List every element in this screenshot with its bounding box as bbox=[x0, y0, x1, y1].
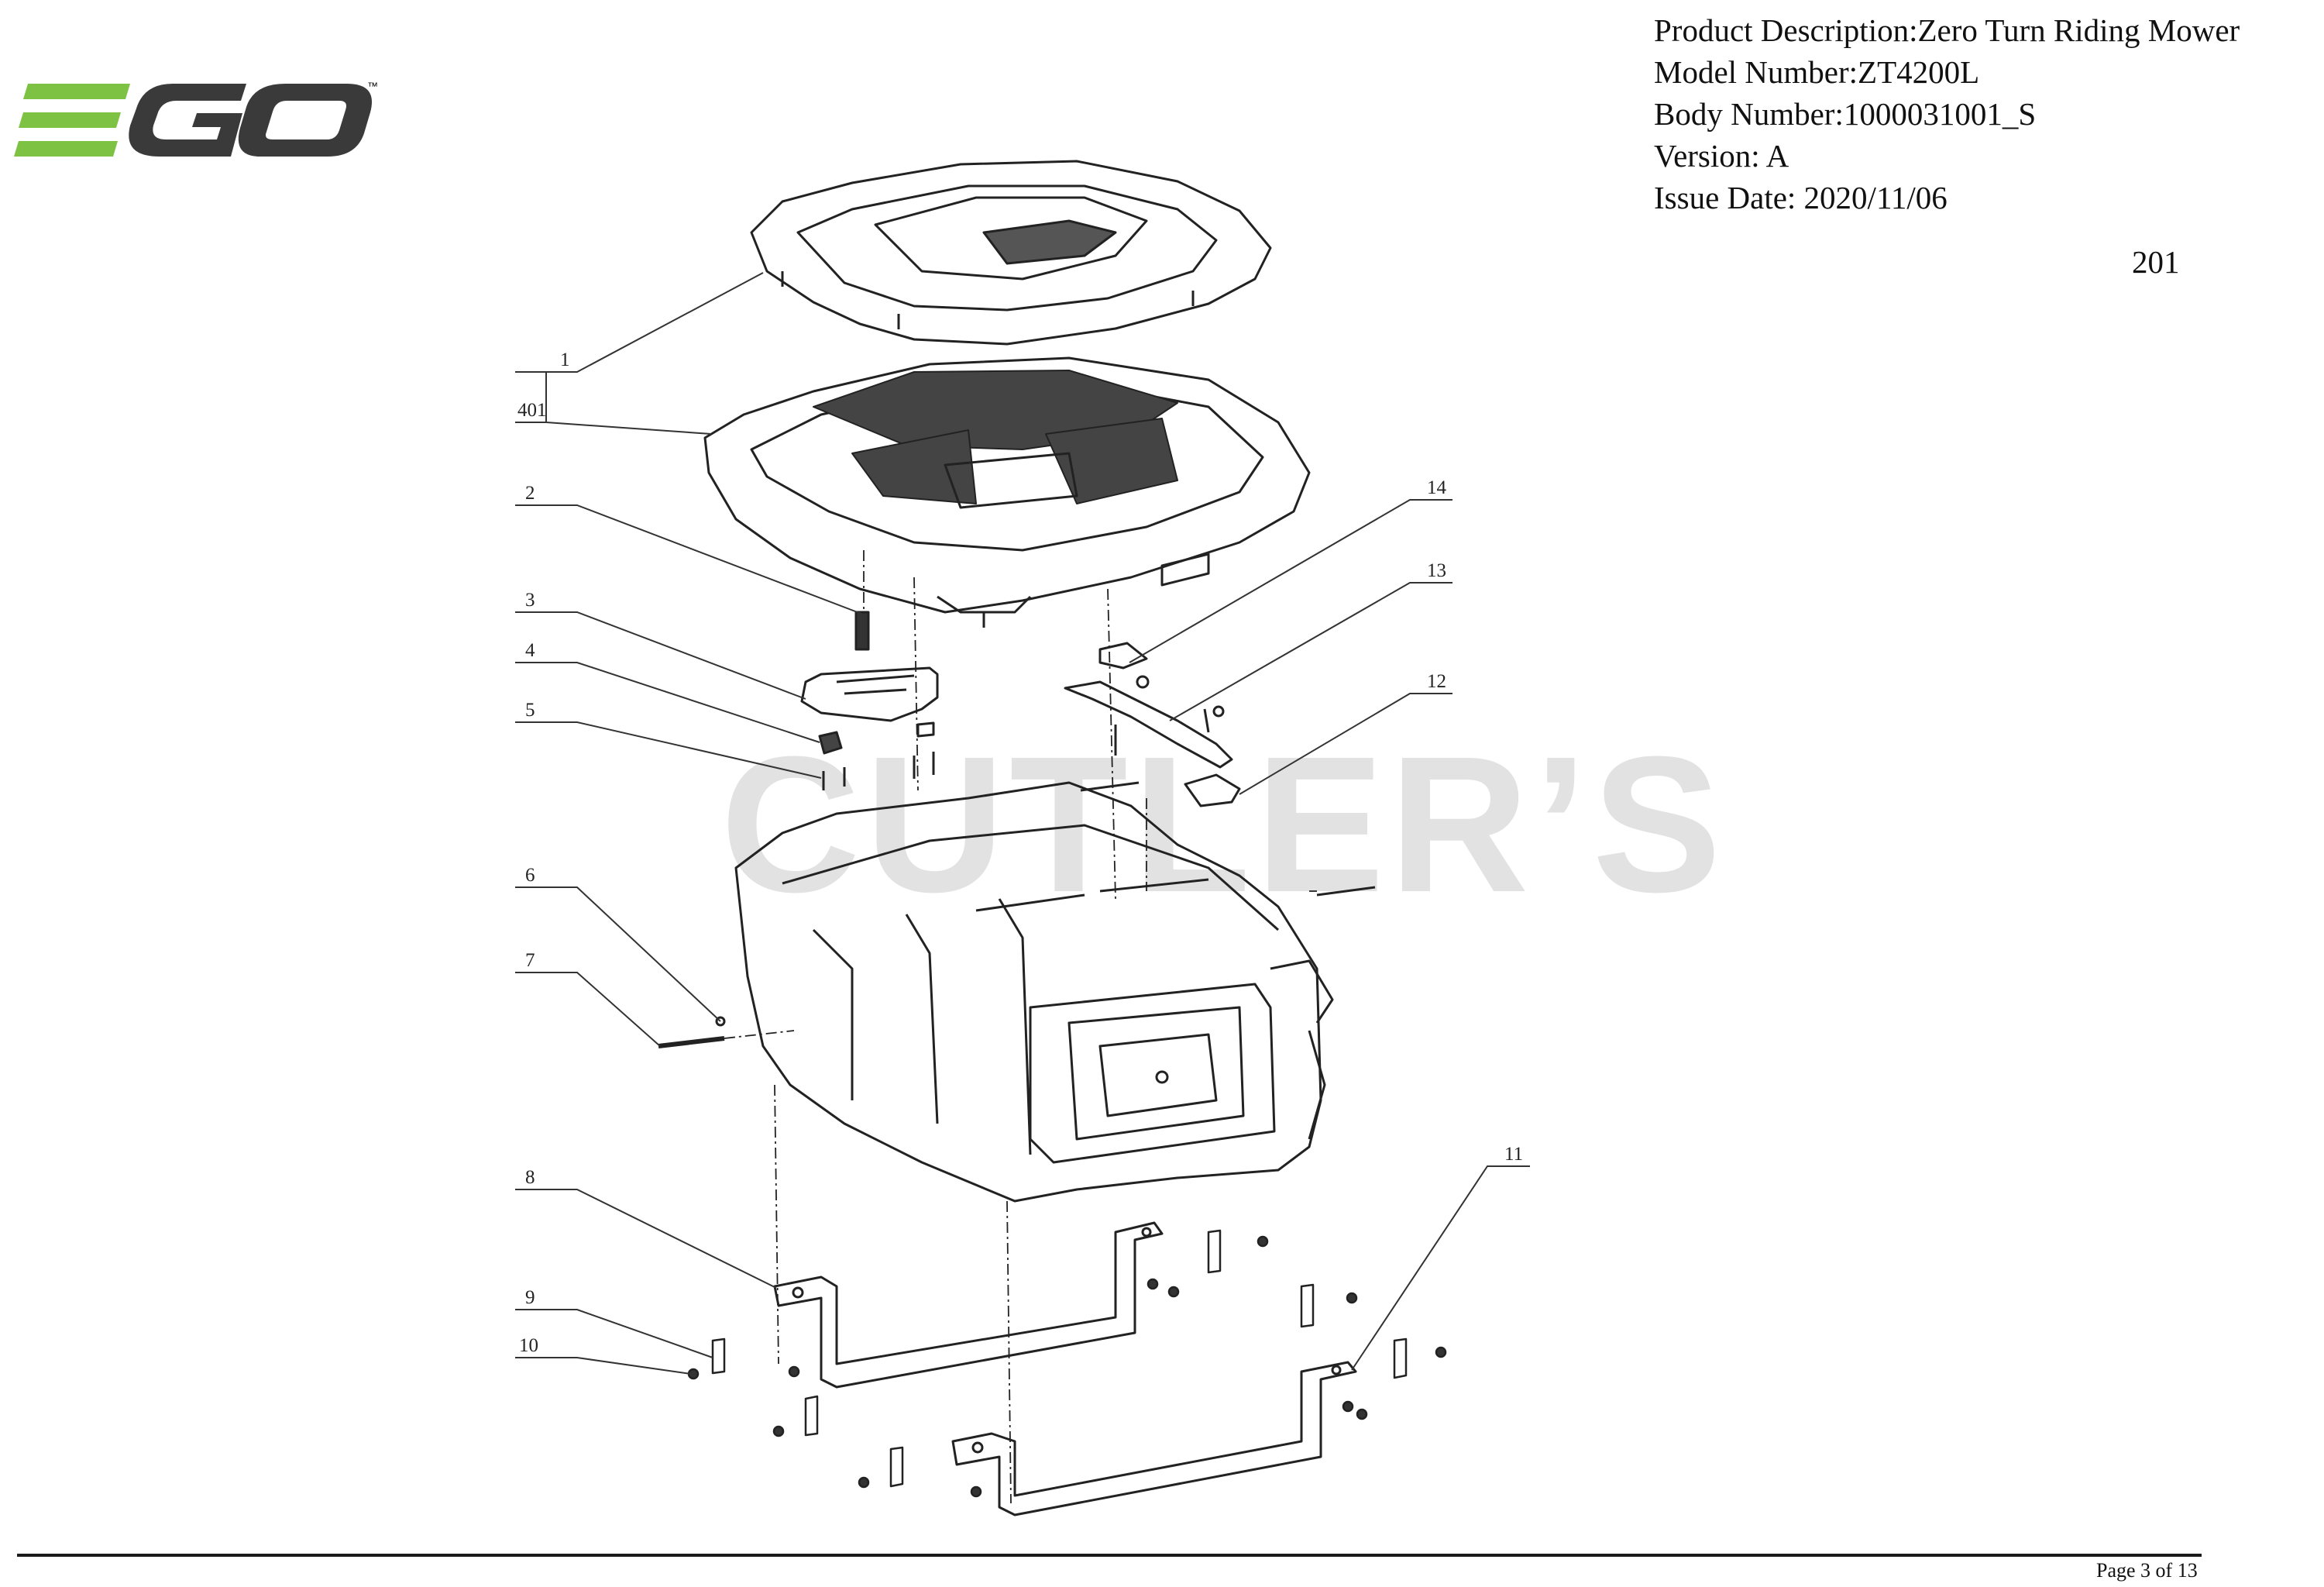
footer-rule bbox=[17, 1554, 2202, 1557]
logo-trademark: ™ bbox=[367, 80, 378, 92]
callout-6: 6 bbox=[525, 865, 535, 886]
part-top-cover bbox=[750, 160, 1272, 346]
callout-9: 9 bbox=[525, 1287, 535, 1308]
callout-10: 10 bbox=[519, 1335, 538, 1356]
callout-5: 5 bbox=[525, 700, 535, 721]
callout-2: 2 bbox=[525, 483, 535, 504]
body-number: Body Number:1000031001_S bbox=[1654, 96, 2037, 132]
part-hardware bbox=[687, 1229, 1447, 1498]
callout-12: 12 bbox=[1427, 671, 1446, 692]
part-bracket-lower bbox=[951, 1361, 1357, 1516]
issue-date: Issue Date: 2020/11/06 bbox=[1654, 180, 1948, 215]
part-bracket-upper bbox=[773, 1221, 1164, 1389]
callout-labels: 1 401 2 3 4 5 6 7 8 9 10 11 12 13 14 bbox=[517, 349, 1523, 1356]
alignment-lines bbox=[724, 550, 1317, 1504]
sheet-number: 201 bbox=[2132, 244, 2180, 280]
product-description: Product Description:Zero Turn Riding Mow… bbox=[1654, 12, 2240, 48]
watermark: CUTLER’S bbox=[720, 716, 1726, 932]
callout-11: 11 bbox=[1504, 1144, 1523, 1165]
callout-leaders bbox=[515, 272, 1530, 1375]
callout-14: 14 bbox=[1427, 477, 1447, 498]
callout-4: 4 bbox=[525, 640, 535, 661]
model-number: Model Number:ZT4200L bbox=[1654, 54, 1980, 90]
part-latch-bracket bbox=[800, 666, 939, 722]
callout-401: 401 bbox=[517, 400, 547, 421]
callout-8: 8 bbox=[525, 1167, 535, 1188]
callout-3: 3 bbox=[525, 590, 535, 611]
page-number: Page 3 of 13 bbox=[2096, 1559, 2198, 1582]
logo-letters-go bbox=[129, 84, 372, 157]
part-vented-cover bbox=[703, 356, 1311, 628]
product-info-block: Product Description:Zero Turn Riding Mow… bbox=[1654, 9, 2240, 219]
part-hinge-assembly bbox=[1064, 642, 1241, 807]
version: Version: A bbox=[1654, 138, 1789, 174]
ego-logo: ™ bbox=[14, 80, 378, 157]
part-battery-tray bbox=[734, 781, 1376, 1203]
part-spring bbox=[854, 611, 870, 651]
callout-13: 13 bbox=[1427, 560, 1446, 581]
callout-7: 7 bbox=[525, 950, 535, 971]
part-clips-and-pins bbox=[818, 721, 935, 790]
logo-letter-e bbox=[14, 84, 130, 157]
callout-1: 1 bbox=[560, 349, 570, 370]
part-support-rod bbox=[658, 1016, 726, 1048]
